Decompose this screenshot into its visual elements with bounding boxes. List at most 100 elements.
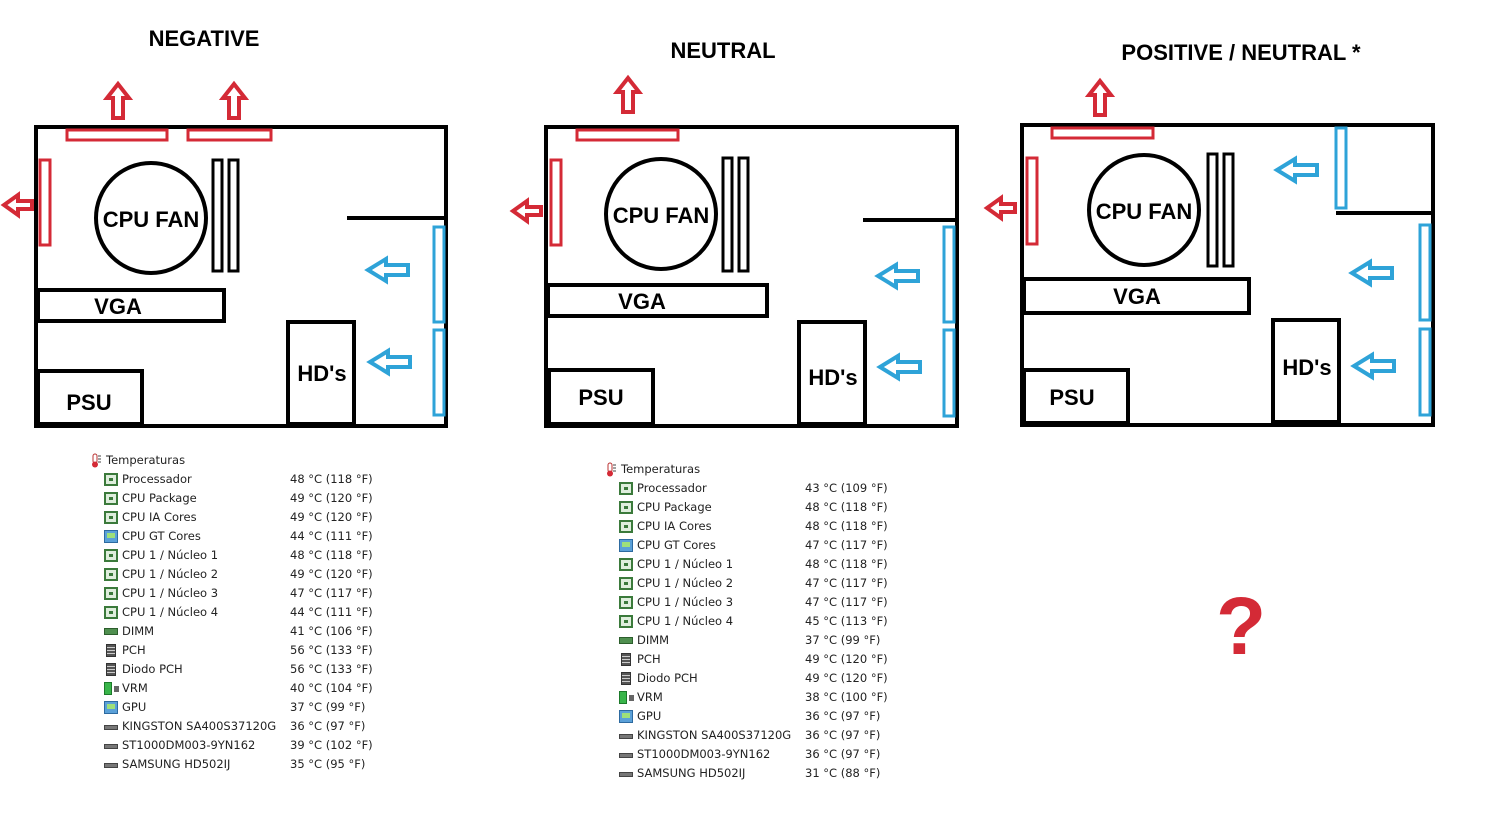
sensor-name: CPU 1 / Núcleo 3 (122, 586, 219, 600)
vga-card (36, 288, 226, 323)
sensor-value: 36 °C (97 °F) (805, 747, 881, 761)
sensor-value: 39 °C (102 °F) (290, 738, 373, 752)
psu-label: PSU (578, 385, 623, 410)
temperatures-header: Temperaturas (88, 451, 408, 470)
chip-icon (619, 520, 633, 533)
sensor-name: CPU Package (637, 500, 712, 514)
sensor-value: 47 °C (117 °F) (805, 538, 888, 552)
hds-label: HD's (297, 361, 346, 386)
sensor-value: 48 °C (118 °F) (805, 557, 888, 571)
sensor-value: 47 °C (117 °F) (290, 586, 373, 600)
sensor-row: SAMSUNG HD502IJ 31 °C (88 °F) (603, 764, 923, 783)
diagram-positive-neutral: CPU FAN VGA HD's PSU (985, 79, 1435, 427)
sensor-value: 40 °C (104 °F) (290, 681, 373, 695)
sensor-value: 45 °C (113 °F) (805, 614, 888, 628)
exhaust-fan-top (1050, 126, 1155, 140)
sensor-name: ST1000DM003-9YN162 (637, 747, 771, 761)
monitor-icon (619, 710, 633, 723)
sensor-value: 56 °C (133 °F) (290, 643, 373, 657)
sensor-value: 49 °C (120 °F) (805, 652, 888, 666)
intake-arrow-2 (1352, 353, 1396, 379)
chip-icon (619, 501, 633, 514)
sensor-value: 38 °C (100 °F) (805, 690, 888, 704)
intake-fan-top-front (1334, 126, 1348, 210)
intake-fan-front-1 (432, 225, 446, 324)
sensor-name: KINGSTON SA400S37120G (122, 719, 277, 733)
chip-icon (619, 558, 633, 571)
title-positive-neutral: POSITIVE / NEUTRAL * (1121, 40, 1361, 65)
battery-icon (104, 682, 119, 695)
exhaust-arrow-up-2 (221, 82, 247, 120)
thermometer-icon (92, 453, 101, 468)
hds-label: HD's (808, 365, 857, 390)
intake-fan-front-2 (432, 328, 446, 417)
sensor-name: CPU 1 / Núcleo 4 (637, 614, 734, 628)
ram-slot-2 (1222, 152, 1235, 268)
hard-drive-icon (104, 725, 118, 730)
sensor-value: 48 °C (118 °F) (290, 472, 373, 486)
sensor-row: CPU Package 49 °C (120 °F) (88, 489, 408, 508)
psu-box (1022, 368, 1130, 425)
sensor-name: SAMSUNG HD502IJ (637, 766, 746, 780)
chip-icon (619, 615, 633, 628)
chipset-icon (106, 644, 116, 657)
chip-icon (104, 568, 118, 581)
hard-drive-icon (104, 763, 118, 768)
exhaust-fan-rear (1025, 156, 1039, 246)
intake-arrow-1 (876, 263, 920, 289)
ram-slot-1 (721, 156, 734, 273)
intake-arrow-top (1275, 157, 1319, 183)
vga-card (1022, 277, 1251, 315)
sensor-value: 37 °C (99 °F) (290, 700, 366, 714)
sensor-name: CPU Package (122, 491, 197, 505)
sensor-value: 41 °C (106 °F) (290, 624, 373, 638)
chip-icon (619, 482, 633, 495)
sensor-name: Diodo PCH (637, 671, 698, 685)
sensor-value: 47 °C (117 °F) (805, 595, 888, 609)
intake-arrow-1 (366, 257, 410, 283)
vga-label: VGA (94, 294, 142, 319)
sensor-value: 31 °C (88 °F) (805, 766, 881, 780)
intake-arrow-2 (368, 349, 412, 375)
sensor-value: 47 °C (117 °F) (805, 576, 888, 590)
vga-card (546, 283, 769, 318)
sensor-row: ST1000DM003-9YN162 36 °C (97 °F) (603, 745, 923, 764)
question-mark: ? (1216, 581, 1267, 672)
exhaust-fan-top (575, 128, 680, 142)
sensor-value: 48 °C (118 °F) (290, 548, 373, 562)
temperatures-header-label: Temperaturas (621, 462, 701, 476)
sensor-name: VRM (637, 690, 663, 704)
chip-icon (104, 511, 118, 524)
sensor-name: CPU 1 / Núcleo 2 (122, 567, 219, 581)
sensor-value: 48 °C (118 °F) (805, 519, 888, 533)
sensor-name: CPU 1 / Núcleo 4 (122, 605, 219, 619)
thermometer-icon (607, 462, 616, 477)
sensor-value: 49 °C (120 °F) (290, 491, 373, 505)
sensor-name: GPU (637, 709, 662, 723)
hd-cage (286, 320, 356, 426)
hard-drive-icon (104, 744, 118, 749)
sensor-name: PCH (122, 643, 146, 657)
chipset-icon (106, 663, 116, 676)
exhaust-arrow-up-1 (105, 82, 131, 120)
sensor-row: VRM 38 °C (100 °F) (603, 688, 923, 707)
hard-drive-icon (619, 753, 633, 758)
